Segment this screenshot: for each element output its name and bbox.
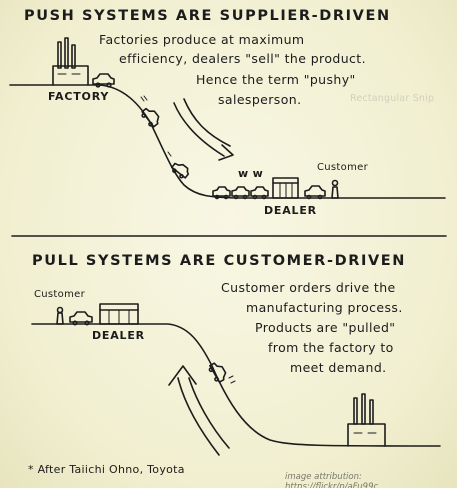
push-dealer-label: DEALER — [264, 204, 317, 217]
pull-factory-icon — [347, 393, 386, 447]
image-attribution: image attribution: https://flickr/p/aFu9… — [285, 472, 379, 488]
push-car-lower-hill-icon — [167, 151, 190, 179]
pull-customer-label: Customer — [34, 289, 85, 300]
pull-arrow-up-icon — [168, 365, 230, 456]
pull-note-line: manufacturing process. — [246, 300, 403, 315]
push-customer-label: Customer — [317, 162, 368, 173]
push-factory-icon — [52, 37, 89, 86]
pull-dealer-building-icon — [99, 303, 139, 325]
pull-note-line: meet demand. — [290, 360, 387, 375]
pull-title: PULL SYSTEMS ARE CUSTOMER-DRIVEN — [32, 253, 407, 269]
pull-customer-person-icon — [56, 306, 64, 325]
push-customer-person-icon — [331, 179, 339, 199]
pull-note-line: Products are "pulled" — [255, 320, 396, 335]
snip-overlay-text: Rectangular Snip — [350, 93, 435, 104]
footnote: * After Taiichi Ohno, Toyota — [28, 463, 185, 476]
push-factory-label: FACTORY — [48, 90, 110, 103]
push-note-line: salesperson. — [218, 92, 302, 107]
push-note-line: Hence the term "pushy" — [196, 72, 356, 87]
pull-note-line: from the factory to — [268, 340, 394, 355]
push-dealer-building-icon — [272, 177, 299, 199]
pull-car-on-hill-icon — [208, 362, 236, 384]
push-title: PUSH SYSTEMS ARE SUPPLIER-DRIVEN — [24, 8, 391, 24]
push-arrow-down-icon — [173, 98, 234, 161]
pull-dealer-label: DEALER — [92, 329, 145, 342]
push-car-on-hill-icon — [140, 95, 160, 128]
push-ground-line — [9, 84, 446, 199]
push-note-line: Factories produce at maximum — [99, 32, 305, 47]
push-goods-label: w w — [238, 167, 264, 180]
pull-ground-line — [31, 323, 441, 447]
pull-customer-car-icon — [69, 311, 93, 326]
push-customer-car-icon — [304, 185, 326, 200]
push-note-line: efficiency, dealers "sell" the product. — [119, 51, 366, 66]
push-car-at-factory-icon — [92, 73, 115, 88]
pull-note-line: Customer orders drive the — [221, 280, 396, 295]
push-car-queue-icon — [212, 186, 269, 200]
